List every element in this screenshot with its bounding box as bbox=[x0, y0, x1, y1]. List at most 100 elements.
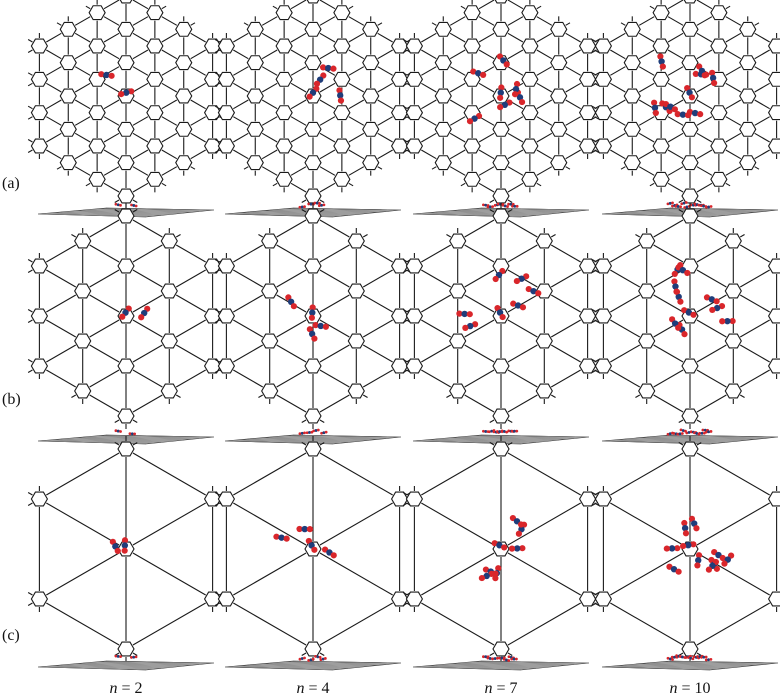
hexagonal-ring bbox=[724, 233, 742, 249]
linker-network bbox=[38, 452, 214, 646]
hexagonal-ring bbox=[203, 71, 222, 87]
carbon-atom bbox=[300, 431, 304, 435]
oxygen-atom bbox=[319, 658, 323, 662]
sheet-grid-line bbox=[277, 662, 386, 665]
hexagonal-ring bbox=[535, 233, 553, 249]
terminal-stub bbox=[71, 234, 77, 238]
carbon-atom bbox=[309, 309, 316, 316]
linker-bond bbox=[421, 99, 437, 110]
linker-bond bbox=[319, 116, 336, 126]
linker-bond bbox=[667, 182, 684, 193]
linker-bond bbox=[653, 244, 684, 263]
oxygen-atom bbox=[687, 656, 690, 659]
linker-bond bbox=[319, 552, 393, 596]
linker-bond bbox=[696, 0, 713, 10]
oxygen-atom bbox=[507, 202, 510, 206]
hexagonal-ring bbox=[405, 71, 424, 87]
linker-bond bbox=[161, 116, 178, 126]
linker-bond bbox=[290, 132, 307, 143]
linker-bond bbox=[46, 116, 62, 126]
oxygen-atom bbox=[684, 201, 688, 204]
linker-bond bbox=[319, 166, 336, 176]
hexagonal-ring bbox=[146, 71, 164, 87]
linker-bond bbox=[89, 244, 120, 263]
co2-molecule bbox=[679, 428, 687, 433]
oxygen-atom bbox=[482, 203, 485, 207]
terminal-stub bbox=[214, 259, 220, 263]
sheet-grid-line bbox=[292, 207, 402, 211]
hexagonal-ring bbox=[217, 138, 236, 154]
oxygen-atom bbox=[303, 431, 306, 435]
carbon-atom bbox=[461, 310, 468, 318]
co2-molecule bbox=[721, 552, 735, 567]
hexagonal-ring bbox=[492, 441, 510, 457]
hexagonal-ring bbox=[681, 55, 699, 71]
carbon-atom bbox=[691, 109, 699, 117]
terminal-stub bbox=[402, 139, 408, 143]
terminal-stub bbox=[591, 269, 597, 273]
hexagonal-ring bbox=[362, 88, 380, 104]
hexagonal-ring bbox=[578, 591, 597, 607]
linker-bond bbox=[74, 116, 91, 126]
sheet-grid-line bbox=[37, 666, 147, 671]
linker-bond bbox=[319, 394, 350, 413]
carbon-atom bbox=[707, 205, 711, 209]
linker-bond bbox=[507, 294, 538, 313]
sheet-grid-line bbox=[45, 440, 154, 444]
terminal-stub bbox=[678, 199, 684, 203]
linker-bond bbox=[233, 66, 249, 76]
oxygen-atom bbox=[482, 429, 485, 433]
hexagonal-ring bbox=[362, 21, 380, 37]
linker-bond bbox=[696, 99, 713, 110]
hexagonal-ring bbox=[160, 333, 178, 349]
co2-molecule bbox=[681, 519, 690, 537]
oxygen-atom bbox=[507, 659, 511, 662]
hexagonal-ring bbox=[492, 208, 510, 224]
terminal-stub bbox=[620, 22, 626, 26]
adsorbed-co2-cluster bbox=[273, 525, 337, 559]
linker-bond bbox=[507, 394, 538, 413]
linker-bond bbox=[536, 82, 553, 93]
sheet-grid-line bbox=[105, 434, 215, 438]
sheet-grid-line bbox=[458, 209, 567, 213]
linker-bond bbox=[319, 16, 336, 26]
terminal-stub bbox=[27, 116, 33, 120]
oxygen-atom bbox=[705, 566, 712, 573]
oxygen-atom bbox=[698, 431, 702, 435]
sheet-grid-line bbox=[285, 208, 394, 211]
linker-bond bbox=[132, 49, 149, 60]
linker-bond bbox=[377, 32, 393, 43]
linker-bond bbox=[276, 269, 307, 288]
hexagonal-ring bbox=[203, 38, 222, 54]
adsorbed-co2-cluster bbox=[651, 53, 718, 119]
terminal-stub bbox=[402, 359, 408, 363]
sheet-grid-line bbox=[609, 213, 718, 217]
linker-bond bbox=[46, 552, 120, 596]
terminal-stub bbox=[214, 49, 220, 53]
linker-bond bbox=[74, 149, 91, 160]
sheet-grid-line bbox=[609, 666, 718, 670]
terminal-stub bbox=[85, 182, 91, 187]
hexagonal-ring bbox=[362, 55, 380, 71]
oxygen-atom bbox=[318, 655, 322, 659]
linker-bond bbox=[449, 166, 466, 176]
oxygen-atom bbox=[306, 526, 314, 533]
sheet-grid-line bbox=[669, 434, 779, 438]
linker-bond bbox=[89, 294, 120, 313]
linker-bond bbox=[290, 49, 307, 60]
linker-bond bbox=[536, 132, 553, 143]
co2-molecule bbox=[510, 300, 527, 311]
co2-molecule bbox=[675, 264, 691, 277]
hexagonal-ring bbox=[304, 55, 322, 71]
linker-bond bbox=[550, 294, 581, 313]
sheet-grid-line bbox=[98, 661, 207, 664]
hexagonal-ring bbox=[59, 155, 77, 171]
oxygen-atom bbox=[675, 568, 682, 575]
co2-molecule bbox=[298, 431, 306, 436]
co2-molecule bbox=[114, 654, 122, 659]
oxygen-atom bbox=[513, 80, 521, 88]
oxygen-atom bbox=[694, 562, 701, 569]
linker-bond bbox=[507, 219, 538, 238]
co2-molecule bbox=[681, 307, 697, 318]
oxygen-atom bbox=[691, 657, 695, 661]
